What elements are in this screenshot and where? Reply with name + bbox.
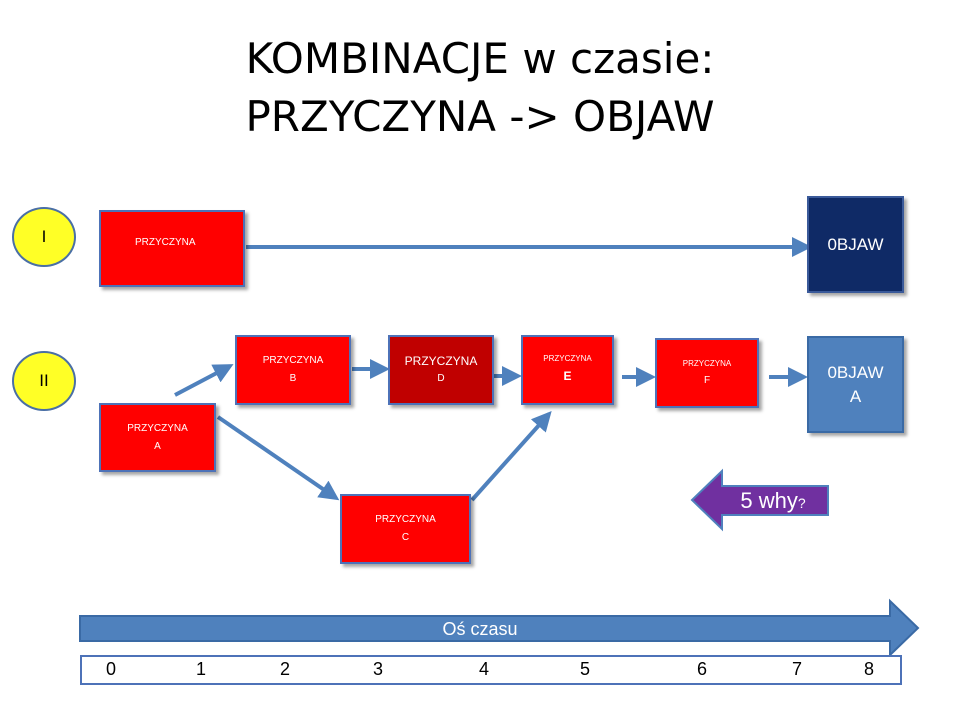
time-axis-label: Oś czasu (442, 619, 518, 639)
cause-b-line1: PRZYCZYNA (262, 355, 324, 366)
five-why-label: 5 why? (718, 485, 828, 519)
row2-symptom-line2: A (849, 386, 862, 406)
time-tick-5: 5 (579, 659, 590, 679)
title-line-1: KOMBINACJE w czasie: (245, 34, 715, 83)
five-why-suffix: ? (797, 495, 806, 511)
time-tick-1: 1 (195, 659, 206, 679)
cause-d-box: PRZYCZYNA D (388, 335, 494, 405)
cause-d-line1: PRZYCZYNA (404, 354, 478, 368)
row-marker-ii: II (12, 351, 76, 411)
connector-a-b (174, 364, 234, 397)
slide-title: KOMBINACJE w czasie: PRZYCZYNA -> OBJAW (0, 30, 960, 146)
row-marker-ii-label: II (39, 371, 49, 390)
five-why-arrow (690, 468, 829, 532)
cause-f-line2: F (703, 375, 711, 386)
row1-cause-box: PRZYCZYNA (99, 210, 245, 287)
time-scale-bar (80, 655, 902, 685)
cause-d-line2: D (437, 373, 445, 384)
time-tick-8: 8 (863, 659, 874, 679)
row2-symptom-line1: 0BJAW (827, 362, 884, 382)
cause-c-line2: C (401, 532, 410, 543)
time-tick-6: 6 (696, 659, 707, 679)
time-axis-arrow (79, 598, 920, 658)
row1-cause-label: PRZYCZYNA (135, 237, 196, 248)
cause-b-box: PRZYCZYNA B (235, 335, 351, 405)
cause-a-line1: PRZYCZYNA (127, 422, 188, 434)
cause-e-line1: PRZYCZYNA (543, 354, 592, 363)
five-why-main: 5 why (740, 488, 798, 513)
row1-symptom-box: 0BJAW (807, 196, 904, 293)
cause-c-line1: PRZYCZYNA (375, 514, 436, 525)
row1-symptom-label: 0BJAW (827, 234, 884, 254)
time-tick-3: 3 (372, 659, 383, 679)
connector-c-e (470, 411, 552, 502)
cause-e-box: PRZYCZYNA E (521, 335, 614, 405)
cause-a-box: PRZYCZYNA A (99, 403, 216, 472)
cause-c-box: PRZYCZYNA C (340, 494, 471, 564)
cause-e-line2: E (563, 369, 572, 383)
time-tick-4: 4 (478, 659, 489, 679)
cause-f-line1: PRZYCZYNA (682, 359, 732, 368)
row-marker-i-label: I (41, 227, 47, 246)
row-marker-i: I (12, 207, 76, 267)
connector-a-c (216, 415, 340, 501)
cause-b-line2: B (289, 373, 297, 384)
row2-symptom-box: 0BJAW A (807, 336, 904, 433)
cause-f-box: PRZYCZYNA F (655, 338, 759, 408)
cause-a-line2: A (154, 440, 161, 452)
time-tick-2: 2 (279, 659, 290, 679)
title-line-2: PRZYCZYNA -> OBJAW (245, 92, 715, 141)
time-tick-7: 7 (791, 659, 802, 679)
time-tick-0: 0 (105, 659, 116, 679)
